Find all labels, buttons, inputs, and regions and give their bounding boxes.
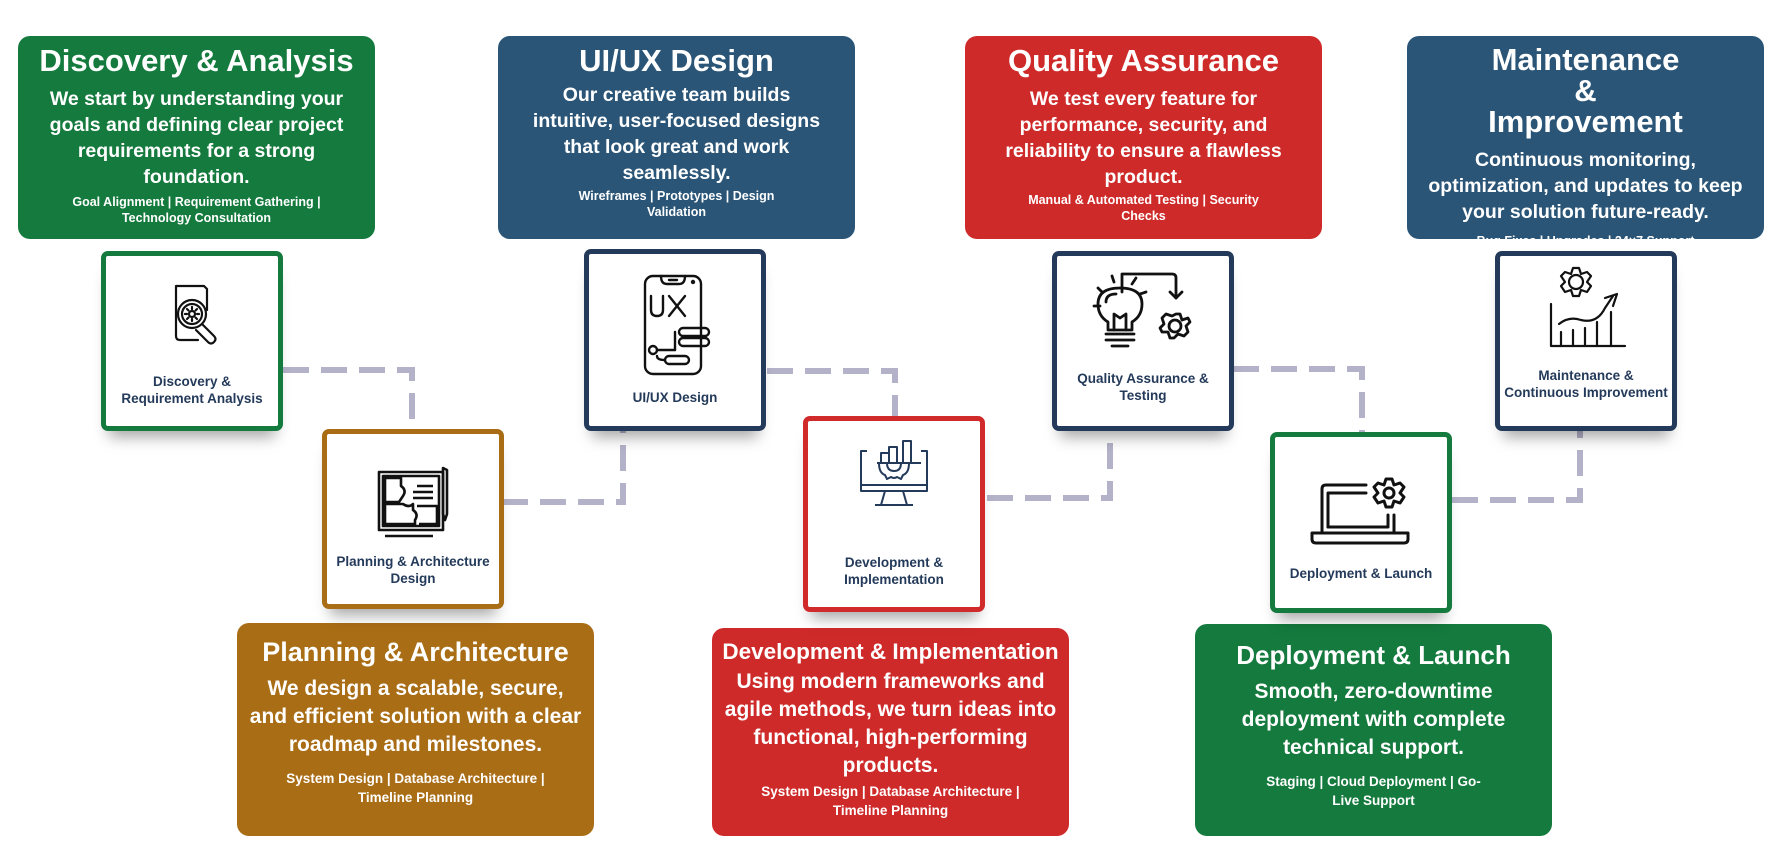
card-title: Quality Assurance [1007,43,1280,78]
node-development[interactable]: Development & Implementation [803,416,985,612]
node-label: Maintenance & Continuous Improvement [1504,368,1668,400]
connector-1-2 [283,367,415,432]
card-uiux-design: UI/UX Design Our creative team builds in… [498,36,855,239]
mobile-ux-icon [643,274,711,376]
card-planning-architecture: Planning & Architecture We design a scal… [237,623,594,836]
monitor-chart-gear-icon [860,440,928,506]
card-deployment-launch: Deployment & Launch Smooth, zero-downtim… [1195,624,1552,836]
card-tags: Wireframes | Prototypes | Design Validat… [578,189,775,219]
node-deployment[interactable]: Deployment & Launch [1270,432,1452,613]
connector-3-4 [767,368,898,420]
card-tags: System Design | Database Architecture | … [761,784,1020,818]
card-description: Our creative team builds intuitive, user… [532,84,821,184]
card-description: Continuous monitoring, optimization, and… [1428,149,1743,223]
node-discovery[interactable]: Discovery & Requirement Analysis [101,251,283,431]
laptop-gear-icon [1310,477,1410,545]
node-planning[interactable]: Planning & Architecture Design [322,429,504,609]
connector-5-6 [1233,366,1365,434]
card-title: Planning & Architecture [262,637,569,667]
node-uiux[interactable]: UI/UX Design [584,249,766,431]
gear-growth-chart-icon [1549,266,1627,348]
card-tags: Goal Alignment | Requirement Gathering |… [72,195,321,225]
card-description: Using modern frameworks and agile method… [724,670,1057,777]
connector-2-3 [502,430,626,505]
blueprint-pen-icon [377,466,449,538]
card-title: UI/UX Design [579,43,774,78]
card-description: Smooth, zero-downtime deployment with co… [1241,680,1506,759]
card-description: We start by understanding your goals and… [49,88,344,188]
card-tags: System Design | Database Architecture | … [286,771,545,805]
connector-4-5 [987,430,1113,501]
node-qa[interactable]: Quality Assurance & Testing [1052,251,1234,431]
node-label: Quality Assurance & Testing [1077,371,1209,403]
node-label: Development & Implementation [844,555,944,587]
card-title: Maintenance & Improvement [1488,42,1683,139]
card-description: We test every feature for performance, s… [1005,88,1282,188]
card-tags: Manual & Automated Testing | Security Ch… [1028,193,1259,223]
connector-6-7 [1452,430,1583,503]
card-title: Discovery & Analysis [39,43,354,78]
card-tags: Bug Fixes | Upgrades | 24×7 Support [1476,234,1695,248]
card-maintenance-improvement: Maintenance & Improvement Continuous mon… [1407,36,1764,248]
node-maintenance[interactable]: Maintenance & Continuous Improvement [1495,251,1677,431]
card-quality-assurance: Quality Assurance We test every feature … [965,36,1322,239]
node-label: Discovery & Requirement Analysis [121,374,263,406]
node-label: Deployment & Launch [1289,566,1433,581]
card-discovery-analysis: Discovery & Analysis We start by underst… [18,36,375,239]
lightbulb-gear-icon [1092,272,1192,348]
card-title: Deployment & Launch [1236,640,1511,670]
card-title: Development & Implementation [722,639,1059,664]
card-development-implementation: Development & Implementation Using moder… [712,628,1069,836]
document-search-gear-icon [174,284,217,345]
card-description: We design a scalable, secure, and effici… [249,677,582,756]
card-tags: Staging | Cloud Deployment | Go-Live Sup… [1266,774,1481,808]
node-label: Planning & Architecture Design [336,554,490,586]
node-label: UI/UX Design [632,390,718,405]
